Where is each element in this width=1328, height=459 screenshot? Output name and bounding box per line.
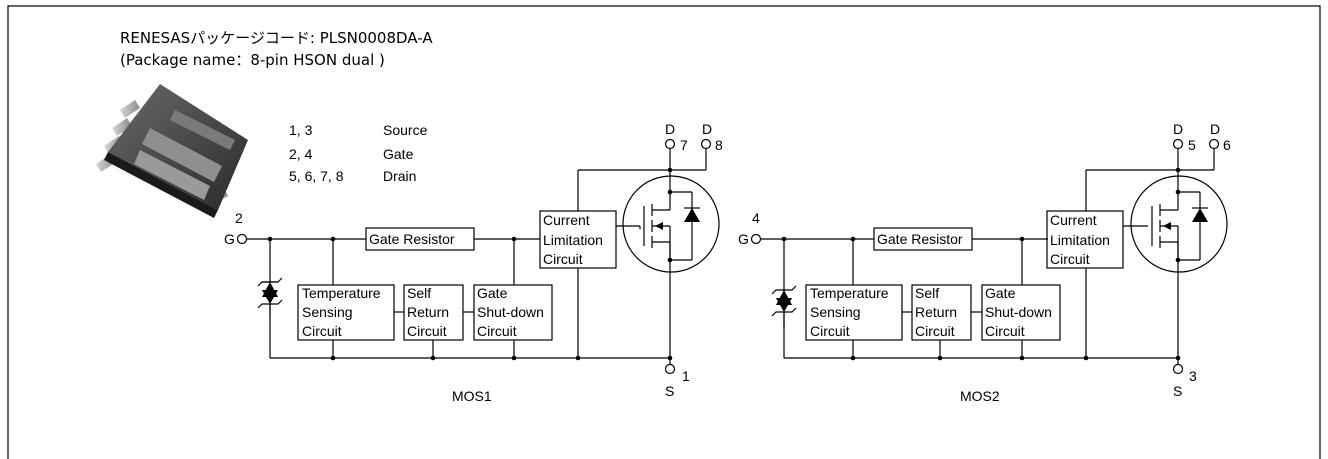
mos1-zener-bars bbox=[257, 277, 283, 315]
drain-terminal bbox=[1172, 138, 1184, 150]
gate-pin-number: 2 bbox=[235, 210, 243, 226]
gate-resistor-box bbox=[365, 227, 475, 251]
temperature-label-1: Temperature bbox=[302, 285, 381, 301]
mos1-label: MOS1 bbox=[452, 388, 492, 404]
gate-shutdown-label-1: Gate bbox=[477, 285, 508, 301]
mos1-fills bbox=[262, 167, 700, 361]
drain-label: D bbox=[665, 121, 675, 137]
drain-pin-number: 7 bbox=[680, 137, 688, 153]
gate-resistor-label: Gate Resistor bbox=[877, 231, 963, 247]
current-limitation-label-1: Current bbox=[543, 212, 590, 228]
gate-label: G bbox=[738, 231, 749, 247]
drain-terminal bbox=[664, 138, 676, 150]
gate-terminal bbox=[750, 233, 762, 245]
drain-pin-number: 8 bbox=[715, 137, 723, 153]
temperature-label-3: Circuit bbox=[810, 323, 850, 339]
drain-pin-number: 5 bbox=[1188, 137, 1196, 153]
source-terminal bbox=[664, 363, 676, 375]
gate-shutdown-label-2: Shut-down bbox=[477, 304, 544, 320]
mos1-terminals bbox=[236, 138, 712, 375]
source-label: S bbox=[1173, 383, 1182, 399]
mos2-zener-bars bbox=[771, 285, 797, 326]
gate-label: G bbox=[224, 231, 235, 247]
temperature-label-3: Circuit bbox=[302, 323, 342, 339]
mos2-label: MOS2 bbox=[960, 388, 1000, 404]
pin-table-pins-1: 1, 3 bbox=[289, 122, 313, 138]
current-limitation-label-2: Limitation bbox=[543, 232, 603, 248]
gate-shutdown-label-3: Circuit bbox=[985, 323, 1025, 339]
gate-terminal bbox=[236, 233, 248, 245]
gate-resistor-box bbox=[873, 227, 973, 251]
self-return-label-1: Self bbox=[915, 285, 939, 301]
mos2-terminals bbox=[750, 138, 1220, 375]
source-pin-number: 3 bbox=[1189, 368, 1197, 384]
outer-border bbox=[7, 5, 1321, 459]
current-limitation-label-1: Current bbox=[1050, 212, 1097, 228]
source-label: S bbox=[665, 383, 674, 399]
gate-pin-number: 4 bbox=[752, 210, 760, 226]
current-limitation-box bbox=[1046, 210, 1124, 269]
mos2-fills bbox=[776, 167, 1208, 361]
drain-label: D bbox=[1210, 121, 1220, 137]
drain-pin-number: 6 bbox=[1223, 137, 1231, 153]
source-pin-number: 1 bbox=[682, 368, 690, 384]
gate-shutdown-label-2: Shut-down bbox=[985, 304, 1052, 320]
drain-label: D bbox=[702, 121, 712, 137]
gate-shutdown-box bbox=[473, 284, 553, 341]
package-name-subtitle: (Package name：8-pin HSON dual ) bbox=[120, 51, 385, 69]
self-return-label-3: Circuit bbox=[915, 323, 955, 339]
source-terminal bbox=[1172, 363, 1184, 375]
gate-resistor-label: Gate Resistor bbox=[369, 231, 455, 247]
temperature-label-2: Sensing bbox=[810, 304, 861, 320]
pin-table-pins-2: 2, 4 bbox=[289, 146, 313, 162]
self-return-label-2: Return bbox=[915, 304, 957, 320]
package-image bbox=[96, 84, 248, 218]
self-return-label-1: Self bbox=[407, 285, 431, 301]
pin-table-func-3: Drain bbox=[383, 168, 416, 184]
current-limitation-label-2: Limitation bbox=[1050, 232, 1110, 248]
current-limitation-label-3: Circuit bbox=[1050, 251, 1090, 267]
drain-terminal bbox=[700, 138, 712, 150]
temperature-label-2: Sensing bbox=[302, 304, 353, 320]
pin-table-func-1: Source bbox=[383, 122, 428, 138]
drain-terminal bbox=[1208, 138, 1220, 150]
package-code-title: RENESASパッケージコード: PLSN0008DA-A bbox=[120, 29, 433, 47]
current-limitation-label-3: Circuit bbox=[543, 251, 583, 267]
gate-shutdown-box bbox=[981, 284, 1061, 341]
gate-shutdown-label-1: Gate bbox=[985, 285, 1016, 301]
drain-label: D bbox=[1173, 121, 1183, 137]
self-return-label-3: Circuit bbox=[407, 323, 447, 339]
mos1-circuit bbox=[247, 148, 720, 365]
pin-table-pins-3: 5, 6, 7, 8 bbox=[289, 168, 344, 184]
temperature-label-1: Temperature bbox=[810, 285, 889, 301]
gate-shutdown-label-3: Circuit bbox=[477, 323, 517, 339]
self-return-label-2: Return bbox=[407, 304, 449, 320]
pin-table-func-2: Gate bbox=[383, 146, 414, 162]
